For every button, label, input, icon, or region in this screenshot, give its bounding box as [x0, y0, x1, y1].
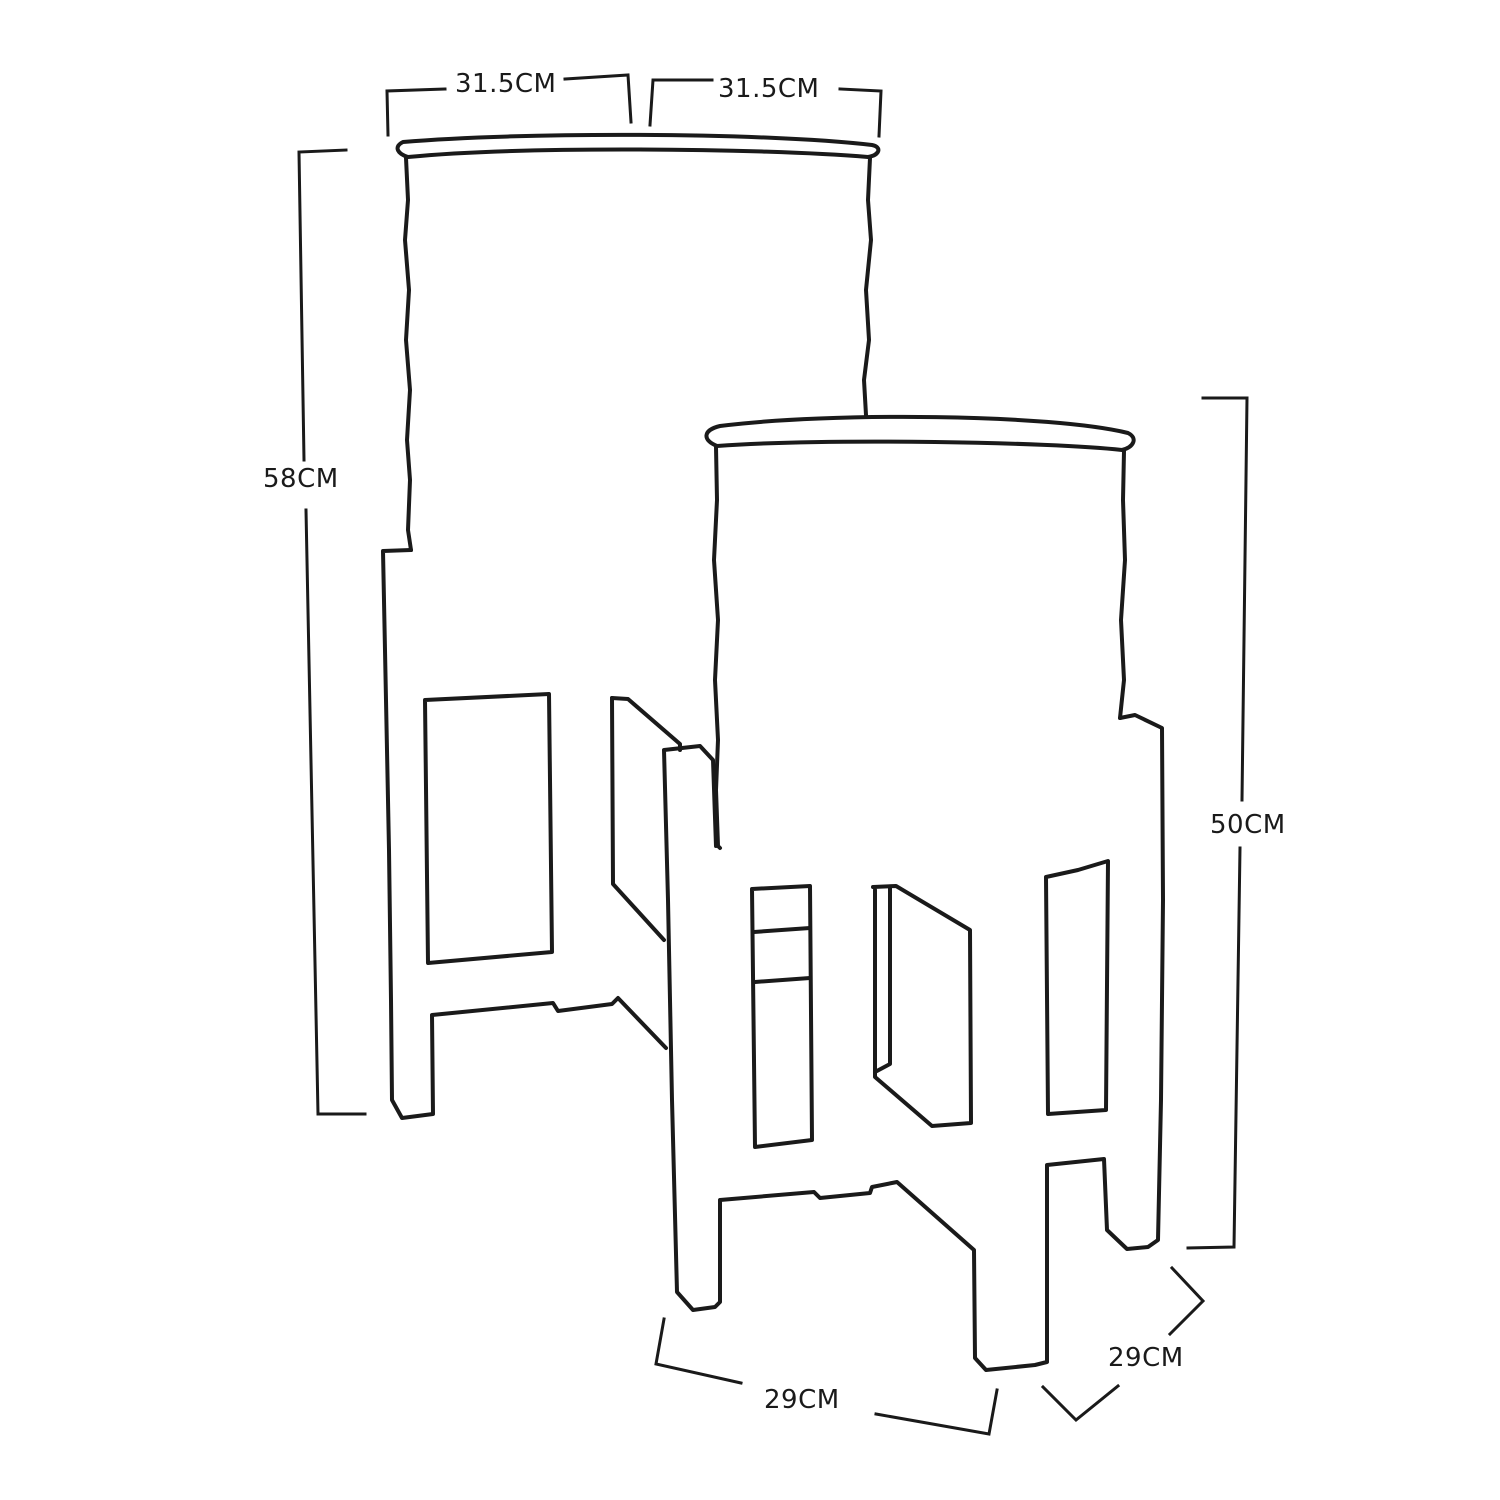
- short-stand-right-window: [1044, 859, 1110, 1116]
- base-side-depth-label: 29CM: [1108, 1343, 1184, 1373]
- top-right-width-label: 31.5CM: [718, 74, 819, 104]
- base-front-width-label: 29CM: [764, 1385, 840, 1415]
- short-stand-middle-panel-edge: [873, 886, 892, 1074]
- tall-pot-right-wall: [862, 156, 873, 417]
- tall-stand-front-window: [423, 692, 554, 965]
- short-stand-middle-panel: [871, 884, 973, 1128]
- tall-stand-side-panel: [610, 696, 682, 752]
- short-planter: [662, 414, 1165, 1372]
- top-left-width-bracket: [385, 73, 633, 137]
- short-pot-right-wall: [1118, 449, 1127, 720]
- base-side-depth-bracket: [1040, 1265, 1206, 1423]
- short-stand-outline: [662, 713, 1165, 1372]
- tall-pot-rim: [395, 132, 881, 159]
- tall-planter: [381, 132, 881, 1120]
- tall-height-bracket: [297, 148, 367, 1116]
- short-stand-front-window: [750, 884, 814, 1149]
- short-height-bracket: [1186, 396, 1249, 1250]
- dimension-labels: 31.5CM 31.5CM 58CM 50CM 29CM 29CM: [263, 69, 1286, 1415]
- top-left-width-label: 31.5CM: [455, 69, 556, 99]
- short-stand-window-slat-1: [752, 926, 812, 934]
- short-height-label: 50CM: [1210, 810, 1286, 840]
- tall-height-label: 58CM: [263, 464, 339, 494]
- tall-pot-left-wall: [403, 156, 413, 552]
- short-pot-rim: [704, 414, 1136, 452]
- tall-stand-side-panel-lower: [610, 696, 666, 942]
- tall-stand-left-leg: [381, 548, 668, 1120]
- dimension-brackets: [297, 73, 1249, 1436]
- top-right-width-bracket: [648, 78, 883, 138]
- base-front-width-bracket: [654, 1317, 999, 1436]
- short-stand-window-slat-2: [753, 976, 812, 984]
